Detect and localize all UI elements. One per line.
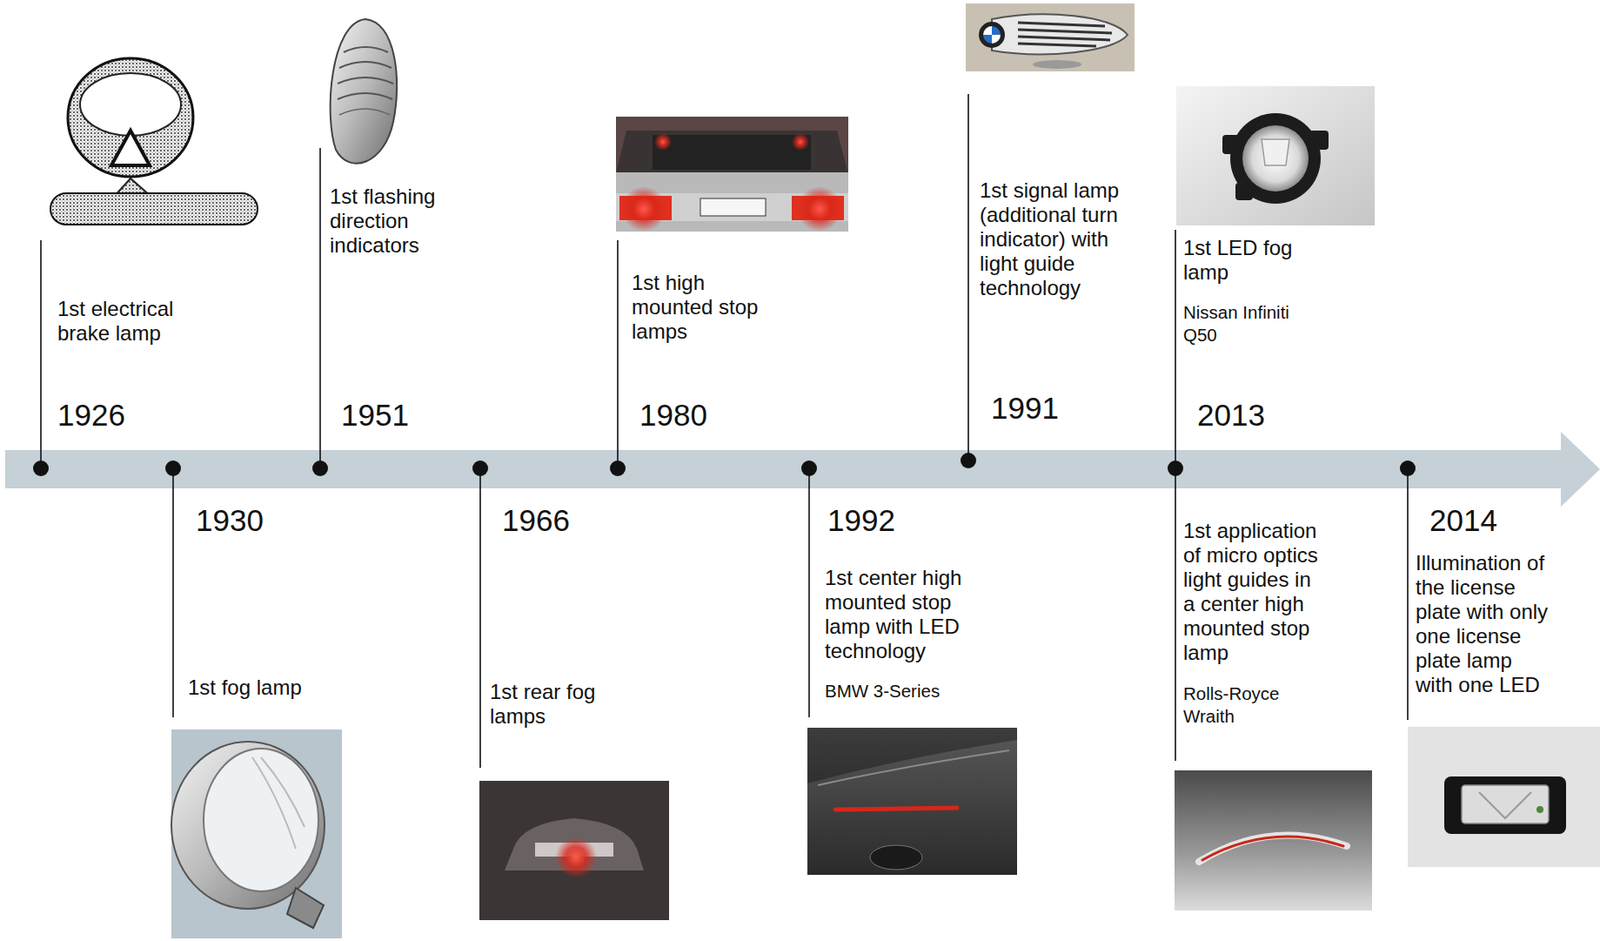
fog-lamp-drawing (171, 729, 342, 938)
year-label: 1951 (341, 396, 446, 434)
vehicle-label: Rolls-Royce Wraith (1183, 682, 1314, 728)
event-caption: 1st signal lamp (additional turn indicat… (979, 178, 1132, 301)
year-label: 1966 (502, 502, 607, 539)
timeline-band (5, 431, 1600, 507)
brake-lamp-drawing (50, 58, 258, 225)
event-caption: 1st flashing direction indicators (329, 184, 469, 258)
event-caption: 1st application of micro optics light gu… (1183, 518, 1325, 665)
event-caption: 1st fog lamp (187, 675, 362, 700)
year-label: 2014 (1429, 502, 1534, 539)
year-label: 2013 (1197, 396, 1302, 434)
vehicle-label: Nissan Infiniti Q50 (1183, 301, 1314, 347)
year-label: 1991 (990, 389, 1096, 427)
led-fog-lamp-photo (1176, 86, 1375, 226)
event-caption: Illumination of the license plate with o… (1415, 550, 1552, 697)
light-guide-photo (1174, 769, 1373, 911)
year-label: 1980 (639, 396, 744, 434)
event-caption: 1st rear fog lamps (489, 679, 630, 729)
event-caption: 1st LED fog lamp (1183, 235, 1323, 285)
event-dots (33, 452, 1416, 476)
year-label: 1930 (195, 502, 301, 539)
year-label: 1992 (827, 502, 932, 539)
license-plate-lamp-photo (1407, 726, 1600, 867)
rear-fog-lamp-photo (479, 780, 670, 920)
event-caption: 1st center high mounted stop lamp with L… (824, 565, 986, 663)
led-stop-lamp-photo (807, 727, 1018, 875)
vehicle-label: BMW 3-Series (824, 679, 973, 703)
event-caption: 1st electrical brake lamp (57, 296, 210, 346)
indicator-drawing (330, 19, 398, 164)
event-caption: 1st high mounted stop lamps (631, 270, 784, 344)
signal-lamp-photo (965, 3, 1135, 72)
year-label: 1926 (57, 396, 162, 434)
stop-lamp-photo (615, 116, 849, 232)
